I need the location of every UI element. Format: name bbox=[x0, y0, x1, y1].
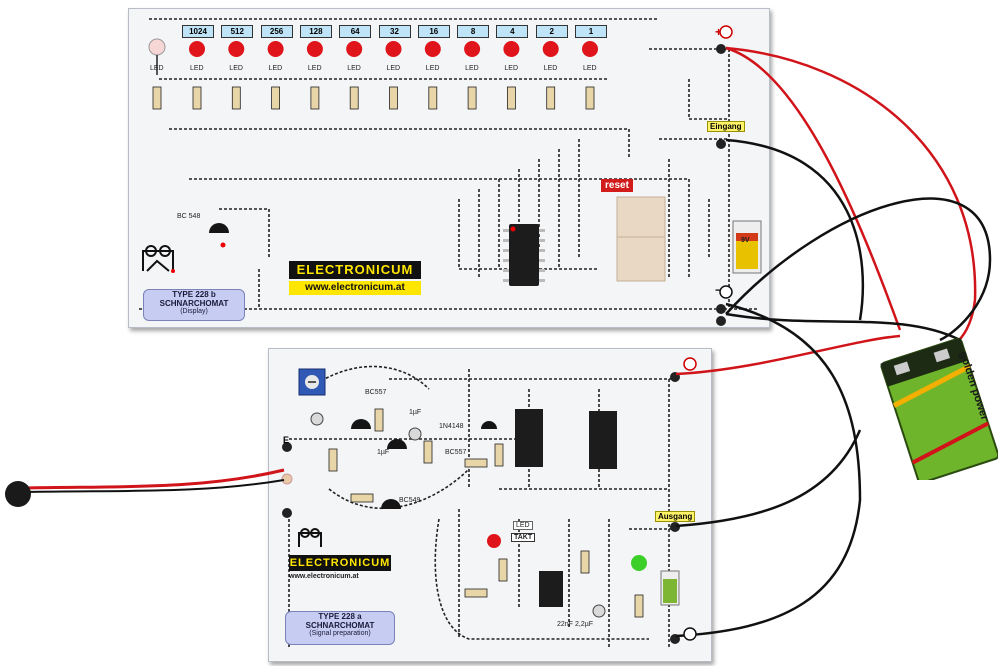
red-led-icon bbox=[346, 41, 363, 57]
led-label: LED bbox=[386, 65, 401, 72]
led-label: LED bbox=[504, 65, 519, 72]
bc549-label: BC549 bbox=[399, 497, 421, 504]
takt-label: TAKT bbox=[511, 533, 536, 542]
red-led-icon bbox=[267, 41, 284, 57]
logic-ic-2 bbox=[589, 411, 617, 469]
resistor bbox=[428, 86, 438, 110]
led-label: LED bbox=[150, 65, 164, 72]
type-name: SCHNARCHOMAT bbox=[305, 621, 375, 631]
display-board: ELECTRONICUM www.electronicum.at TYPE 22… bbox=[128, 8, 770, 328]
red-led-icon bbox=[385, 41, 402, 57]
mic-terminal-label: E bbox=[283, 435, 290, 445]
capacitor-22uf-label: 2,2µF bbox=[575, 621, 594, 628]
led-label: LED bbox=[583, 65, 597, 72]
brand-url: www.electronicum.at bbox=[289, 281, 421, 295]
electronicum-logo-icon bbox=[142, 245, 175, 273]
output-led-icon bbox=[631, 555, 647, 571]
logic-ic-1 bbox=[515, 409, 543, 467]
timer-ic bbox=[539, 571, 563, 607]
red-led-icon bbox=[306, 41, 323, 57]
bc557-label: BC557 bbox=[365, 389, 387, 396]
led-label: LED bbox=[513, 521, 533, 530]
binary-weight-label: 8 bbox=[457, 25, 490, 38]
minus-terminal-label: − bbox=[715, 283, 723, 297]
reset-pushbutton bbox=[616, 196, 666, 282]
binary-weight-label: 128 bbox=[299, 25, 332, 38]
type-name: SCHNARCHOMAT bbox=[159, 299, 229, 309]
led-label: LED bbox=[229, 65, 243, 72]
resistor bbox=[546, 86, 556, 110]
battery-voltage-label: 9V bbox=[741, 237, 750, 244]
resistor bbox=[389, 86, 398, 110]
resistor bbox=[231, 86, 241, 110]
red-led-icon bbox=[503, 41, 520, 57]
red-led-icon bbox=[542, 41, 559, 57]
microphone-icon bbox=[5, 481, 31, 507]
electronicum-logo-icon bbox=[298, 528, 322, 547]
capacitor-label-2: 1µF bbox=[409, 409, 422, 416]
resistor bbox=[585, 86, 595, 110]
type-line: TYPE 228 b bbox=[172, 290, 216, 299]
red-led-icon bbox=[228, 41, 245, 57]
output-label: Ausgang bbox=[655, 511, 696, 522]
type-subtitle: (Signal preparation) bbox=[309, 630, 371, 638]
red-led-icon bbox=[424, 41, 441, 57]
led-label: LED bbox=[307, 65, 322, 72]
takt-led-icon bbox=[487, 534, 501, 548]
led-row bbox=[148, 38, 166, 75]
binary-weight-label: 512 bbox=[221, 25, 254, 38]
led-label: LED bbox=[268, 65, 283, 72]
potentiometer bbox=[298, 368, 326, 396]
input-label: Eingang bbox=[707, 121, 745, 132]
binary-weight-label: 4 bbox=[496, 25, 529, 38]
bc557-label-2: BC557 bbox=[445, 449, 467, 456]
binary-weight-label: 32 bbox=[378, 25, 411, 38]
binary-weight-label: 2 bbox=[535, 25, 568, 38]
binary-weight-label: 1024 bbox=[182, 25, 214, 38]
capacitor-label: 1µF bbox=[377, 449, 390, 456]
brand-url: www.electronicum.at bbox=[289, 573, 359, 580]
type-line: TYPE 228 a bbox=[318, 612, 362, 621]
type-subtitle: (Display) bbox=[180, 308, 208, 316]
led-label: LED bbox=[190, 65, 204, 72]
electrolytic-capacitors bbox=[310, 412, 606, 618]
binary-weight-label: 256 bbox=[260, 25, 293, 38]
resistor bbox=[506, 86, 516, 110]
signal-board-circuit bbox=[281, 365, 680, 649]
signal-board: ELECTRONICUM www.electronicum.at TYPE 22… bbox=[268, 348, 712, 662]
transistor-label: BC 548 bbox=[177, 213, 201, 220]
resistor bbox=[467, 86, 477, 110]
capacitor-22nf-label: 22nF bbox=[557, 621, 573, 628]
resistor bbox=[349, 86, 359, 110]
red-led-icon bbox=[464, 41, 481, 57]
binary-weight-label: 64 bbox=[339, 25, 372, 38]
resistor bbox=[192, 86, 202, 110]
led-label: LED bbox=[425, 65, 440, 72]
brand-logo: ELECTRONICUM bbox=[289, 555, 391, 571]
diode-label: 1N4148 bbox=[439, 423, 464, 430]
reset-label: reset bbox=[601, 179, 633, 192]
resistor bbox=[271, 86, 281, 110]
led-label: LED bbox=[465, 65, 479, 72]
bc548-transistor bbox=[209, 223, 229, 233]
brand-logo: ELECTRONICUM bbox=[289, 261, 421, 279]
led-label: LED bbox=[347, 65, 361, 72]
red-led-icon bbox=[189, 41, 205, 57]
red-led-icon bbox=[582, 41, 598, 57]
type-label-box: TYPE 228 b SCHNARCHOMAT (Display) bbox=[143, 289, 245, 321]
resistor bbox=[152, 86, 162, 110]
battery-9v: golden power bbox=[878, 330, 998, 480]
battery-symbol-icon bbox=[732, 220, 762, 274]
binary-weight-label: 1 bbox=[575, 25, 607, 38]
type-label-box: TYPE 228 a SCHNARCHOMAT (Signal preparat… bbox=[285, 611, 395, 645]
binary-weight-label: 16 bbox=[417, 25, 450, 38]
led-label: LED bbox=[543, 65, 558, 72]
display-board-circuit bbox=[139, 18, 762, 326]
battery-clip-icon bbox=[660, 570, 680, 606]
counter-ic bbox=[509, 224, 539, 286]
plus-terminal-label: + bbox=[715, 25, 723, 39]
resistor bbox=[310, 86, 320, 110]
